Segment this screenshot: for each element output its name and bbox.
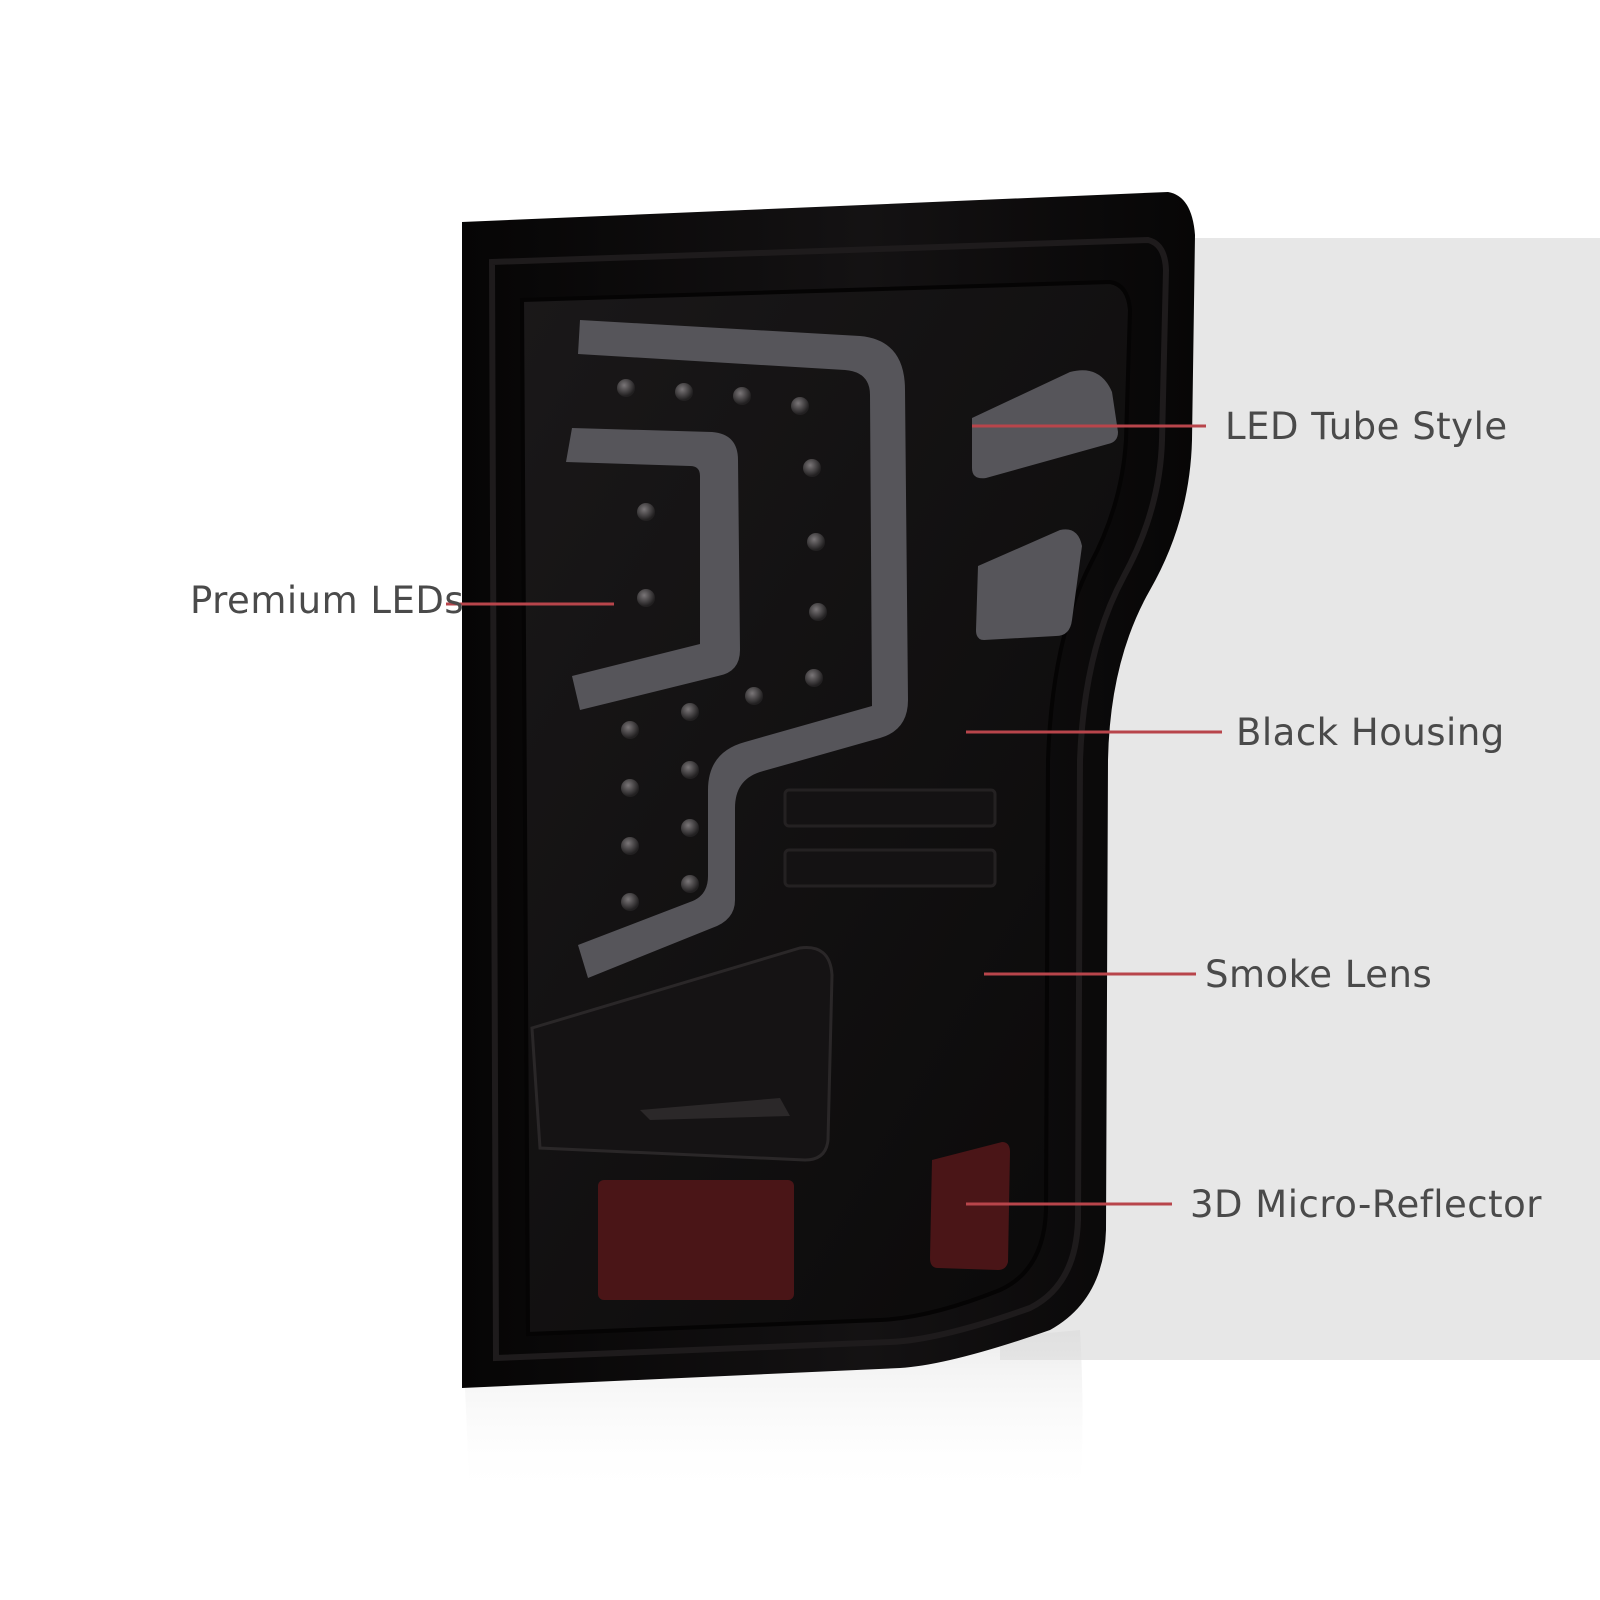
callout-label-black-housing: Black Housing	[1236, 711, 1505, 754]
led-tube-blade-upper	[972, 370, 1118, 479]
led	[809, 603, 827, 621]
lens-lower-highlight	[640, 1098, 790, 1120]
led	[637, 589, 655, 607]
micro-reflector-left	[598, 1180, 794, 1300]
led	[803, 459, 821, 477]
led	[621, 779, 639, 797]
led	[621, 837, 639, 855]
led-tube-inner	[566, 428, 740, 710]
led	[791, 397, 809, 415]
floor-reflection	[465, 1330, 1083, 1500]
led	[617, 379, 635, 397]
housing-rim	[488, 236, 1170, 1362]
lens-segment	[783, 788, 997, 828]
led	[681, 875, 699, 893]
led-tube-main	[578, 320, 908, 978]
led	[637, 503, 655, 521]
premium-led-array	[617, 379, 827, 911]
led	[621, 721, 639, 739]
led	[675, 383, 693, 401]
callout-label-smoke-lens: Smoke Lens	[1205, 953, 1433, 996]
callout-label-led-tube-style: LED Tube Style	[1225, 405, 1508, 448]
callout-lines	[446, 424, 1222, 1206]
led	[807, 533, 825, 551]
callout-label-3d-micro-reflector: 3D Micro-Reflector	[1190, 1183, 1542, 1226]
led	[681, 819, 699, 837]
led	[745, 687, 763, 705]
led-tube-blade-lower	[976, 529, 1082, 640]
lens-segment	[783, 848, 997, 888]
led	[681, 703, 699, 721]
led	[621, 893, 639, 911]
led	[681, 761, 699, 779]
micro-reflector-right	[930, 1142, 1010, 1270]
led	[733, 387, 751, 405]
callout-label-premium-leds: Premium LEDs	[190, 579, 465, 622]
led	[805, 669, 823, 687]
